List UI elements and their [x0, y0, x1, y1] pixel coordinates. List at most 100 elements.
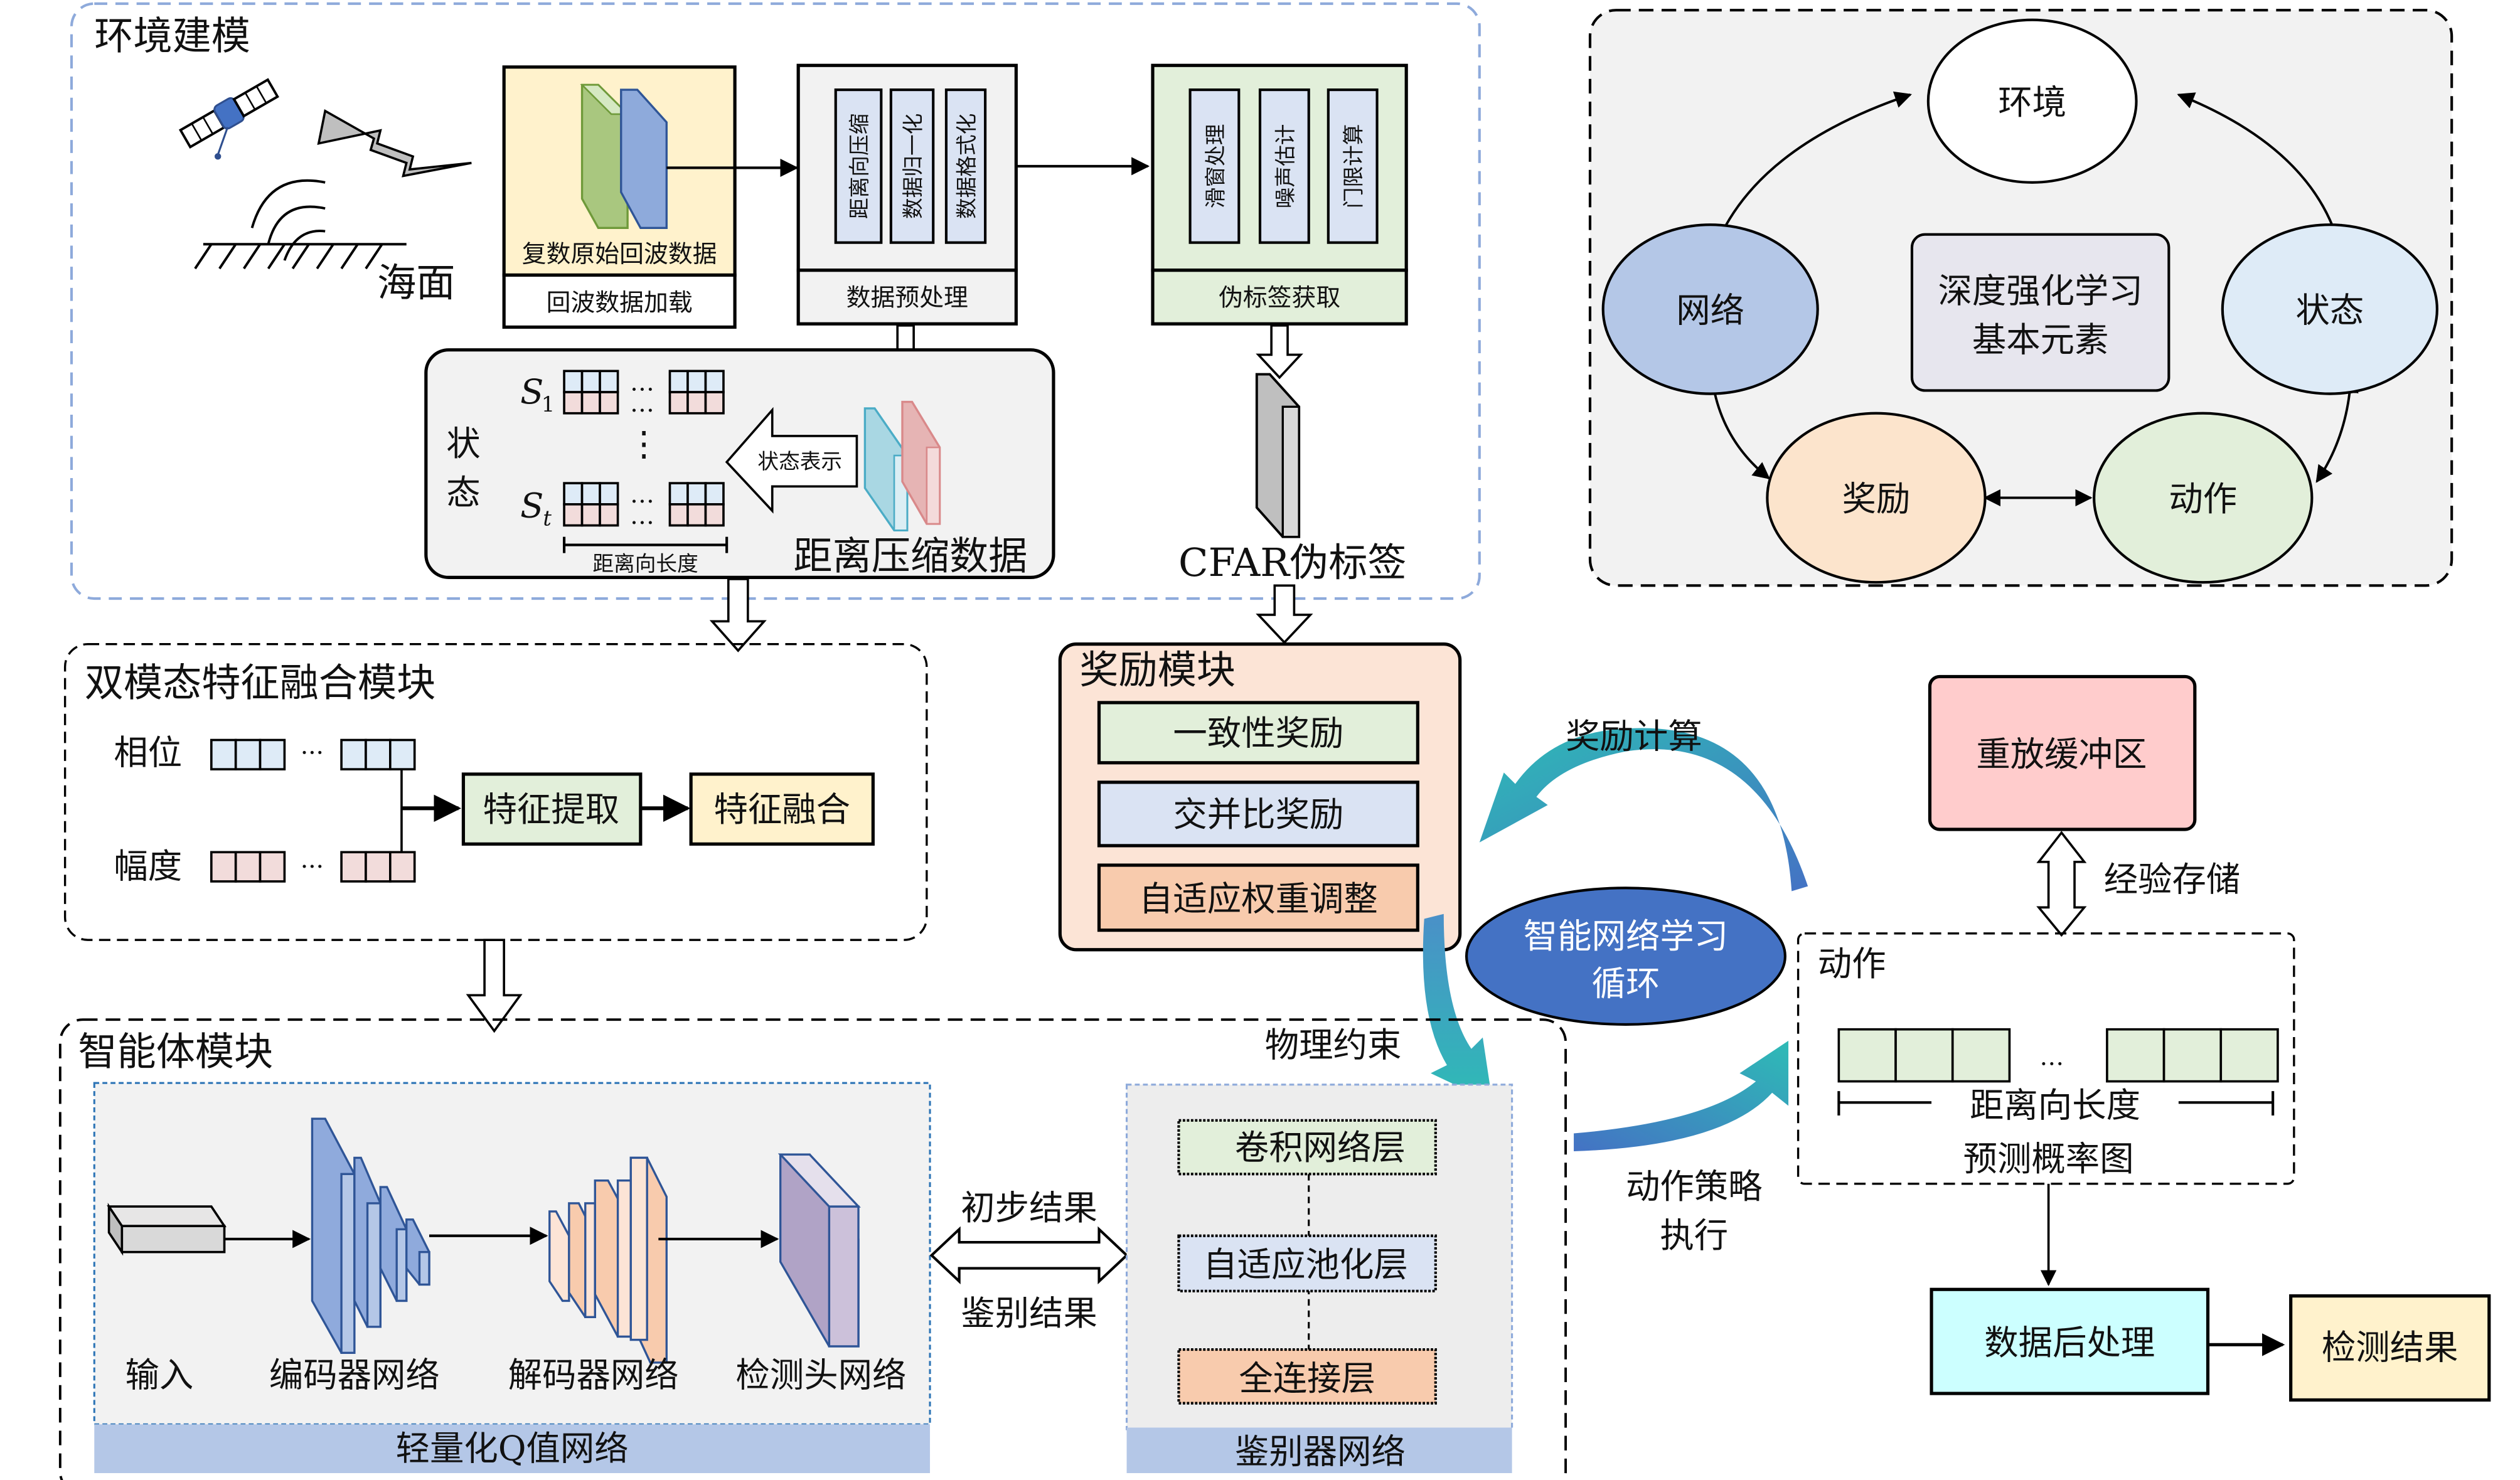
raw-echo-label: 复数原始回波数据 [522, 240, 717, 269]
discrimination-result-label: 鉴别结果 [961, 1293, 1097, 1333]
hollow-down-arrow-icon [1256, 584, 1313, 644]
preprocess-item: 距离向压缩 [847, 114, 872, 219]
encoder-layers-icon [311, 1117, 430, 1354]
preprocess-footer: 数据预处理 [846, 284, 968, 312]
state-cell [599, 482, 619, 506]
phase-cell [234, 738, 262, 770]
amplitude-cell [340, 851, 367, 883]
amplitude-label: 幅度 [114, 846, 182, 886]
reward-item: 交并比奖励 [1173, 794, 1343, 834]
reward-calc-label: 奖励计算 [1566, 716, 1702, 756]
drl-elements-panel: 环境 网络 状态 奖励 动作 深度强化学习 基本元素 [1588, 9, 2453, 587]
head-label: 检测头网络 [735, 1355, 906, 1395]
agent-module-title: 智能体模块 [78, 1029, 273, 1075]
state-cell [668, 503, 689, 527]
drl-node-label: 环境 [1998, 82, 2066, 122]
drl-node-reward: 奖励 [1766, 412, 1987, 584]
state-cell [668, 370, 689, 393]
environment-modeling-panel: 环境建模 海面 [70, 2, 1481, 600]
phase-cell [210, 738, 237, 770]
cfar-slab-icon [1255, 373, 1301, 538]
action-cell [1837, 1028, 1897, 1083]
physical-constraint-curved-arrow [1423, 913, 1493, 1103]
sea-surface-icon [194, 243, 407, 270]
fusion-module-title: 双模态特征融合模块 [85, 660, 436, 706]
drl-node-state: 状态 [2221, 223, 2438, 395]
state-cell [704, 482, 725, 506]
amplitude-cell [389, 851, 416, 883]
phase-cells [210, 738, 416, 770]
state-repr-label: 状态表示 [757, 449, 842, 474]
drl-node-label: 动作 [2169, 479, 2237, 519]
drl-node-action: 动作 [2093, 412, 2314, 584]
state-cell [580, 391, 601, 415]
discriminator-layer: 自适应池化层 [1203, 1245, 1407, 1285]
input-block-icon [107, 1203, 227, 1256]
preprocess-item: 数据归一化 [900, 114, 925, 219]
action-policy-curved-arrow [1574, 1040, 1789, 1152]
discriminator-layer: 全连接层 [1239, 1358, 1375, 1398]
detection-result-label: 检测结果 [2322, 1328, 2459, 1368]
pseudo-label-item: 滑窗处理 [1203, 124, 1227, 209]
learning-loop-subtitle: 循环 [1592, 963, 1660, 1003]
state-st-row: S t …… [520, 481, 725, 530]
cfar-label: CFAR伪标签 [1178, 540, 1407, 585]
action-policy-label: 动作策略 [1626, 1166, 1763, 1206]
state-st-subscript: t [543, 506, 552, 530]
state-side-label: 态 [446, 472, 480, 513]
state-cell [686, 503, 707, 527]
phase-cell [340, 738, 367, 770]
preprocess-item: 数据格式化 [954, 114, 979, 219]
amplitude-cell [234, 851, 262, 883]
state-cell [563, 370, 584, 393]
state-cell [599, 370, 619, 393]
state-range-length-label: 距离向长度 [592, 551, 698, 576]
ellipsis: … [2039, 1043, 2064, 1072]
action-policy-label-2: 执行 [1660, 1215, 1728, 1255]
state-cell [668, 391, 689, 415]
state-cell [686, 482, 707, 506]
drl-node-label: 状态 [2295, 290, 2364, 331]
amplitude-cell [210, 851, 237, 883]
q-network: 轻量化Q值网络 [93, 1082, 931, 1474]
decoder-label: 解码器网络 [508, 1355, 679, 1395]
state-cell [563, 503, 584, 527]
action-cell [2162, 1028, 2223, 1083]
reward-item: 一致性奖励 [1173, 713, 1343, 753]
pseudo-label-footer: 伪标签获取 [1219, 284, 1340, 312]
pseudo-label-item: 门限计算 [1342, 124, 1366, 209]
ellipsis: … [630, 502, 654, 530]
preprocess-block: 距离向压缩 数据归一化 数据格式化 数据预处理 [796, 63, 1150, 326]
state-side-label: 状 [446, 423, 480, 464]
drl-center-title: 深度强化学习 [1938, 271, 2142, 311]
action-cell [1894, 1028, 1954, 1083]
action-cell [2219, 1028, 2279, 1083]
amplitude-cells [210, 851, 416, 883]
drl-center-subtitle: 基本元素 [1972, 319, 2109, 359]
state-cell [599, 391, 619, 415]
satellite-icon [178, 78, 279, 160]
state-s1-row: S 1 …… [520, 368, 725, 418]
hollow-down-arrow-icon [709, 578, 767, 652]
amplitude-cell [365, 851, 392, 883]
physical-constraint-label: 物理约束 [1265, 1025, 1402, 1065]
discriminator-layer: 卷积网络层 [1235, 1127, 1406, 1168]
state-cell [580, 503, 601, 527]
hollow-down-arrow-icon [466, 939, 523, 1033]
learning-loop-title: 智能网络学习 [1524, 916, 1728, 956]
echo-wave-icon [250, 179, 326, 261]
replay-buffer-label: 重放缓冲区 [1976, 734, 2147, 774]
postprocess-label: 数据后处理 [1984, 1323, 2155, 1363]
state-cell [563, 391, 584, 415]
phase-cell [365, 738, 392, 770]
raw-echo-layer-icon [580, 83, 668, 230]
state-cell [704, 391, 725, 415]
phase-cell [389, 738, 416, 770]
reward-module: 奖励模块 一致性奖励 交并比奖励 自适应权重调整 [1058, 642, 1462, 952]
phase-cell [259, 738, 286, 770]
state-panel: 状 态 S 1 …… ⋮ S t …… 距离向长度 状态表示 [424, 348, 1055, 579]
phase-label: 相位 [114, 732, 182, 772]
raw-echo-footer: 回波数据加载 [547, 289, 693, 317]
raw-echo-block: 复数原始回波数据 回波数据加载 [502, 65, 799, 329]
